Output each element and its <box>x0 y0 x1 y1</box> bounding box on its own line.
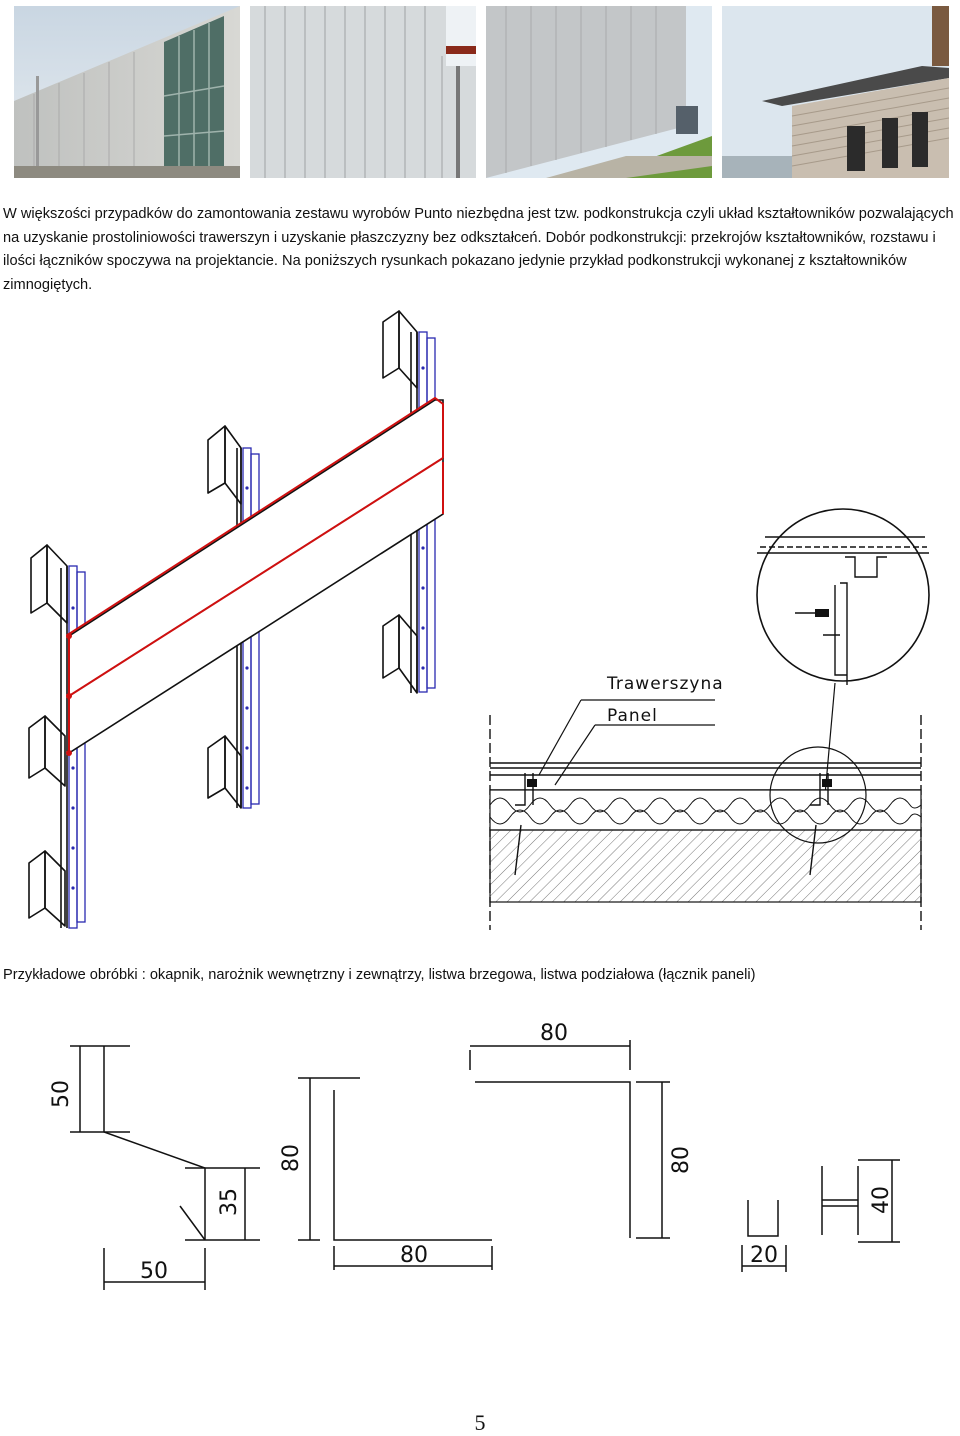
profile-listwa-brzegowa <box>747 1200 779 1237</box>
dim-inner-corner-height: 80 <box>279 1144 304 1172</box>
profile-okapnik <box>103 1046 206 1240</box>
label-trawerszyna: Trawerszyna <box>606 674 724 694</box>
dim-okapnik-drop: 35 <box>217 1188 242 1216</box>
photo-warehouse-glass-facade <box>14 6 240 178</box>
intro-paragraph: W większości przypadków do zamontowania … <box>3 206 954 293</box>
dim-joint-strip-height: 40 <box>869 1186 894 1214</box>
photo-house-with-balconies <box>722 6 949 178</box>
label-panel: Panel <box>607 706 658 726</box>
dim-okapnik-width: 50 <box>140 1259 168 1284</box>
photo-facade-with-lawn <box>486 6 712 178</box>
trims-paragraph: Przykładowe obróbki : okapnik, narożnik … <box>3 967 756 983</box>
dim-okapnik-height: 50 <box>49 1080 74 1108</box>
profile-narożnik-wewnętrzny <box>333 1090 492 1241</box>
photo-facade-closeup <box>250 6 476 178</box>
profile-narożnik-zewnętrzny <box>475 1081 631 1238</box>
detail-magnifier <box>756 508 930 682</box>
trim-profiles-drawing: 50 35 50 80 80 80 80 20 40 <box>49 1021 900 1290</box>
dim-outer-corner-height: 80 <box>669 1146 694 1174</box>
section-detail-drawing: Trawerszyna Panel <box>489 508 930 930</box>
page-number: 5 <box>474 1410 486 1435</box>
isometric-substructure-drawing <box>28 310 444 929</box>
dim-outer-corner-width: 80 <box>540 1021 568 1046</box>
dim-inner-corner-width: 80 <box>400 1243 428 1268</box>
dim-edge-strip-width: 20 <box>750 1243 778 1268</box>
